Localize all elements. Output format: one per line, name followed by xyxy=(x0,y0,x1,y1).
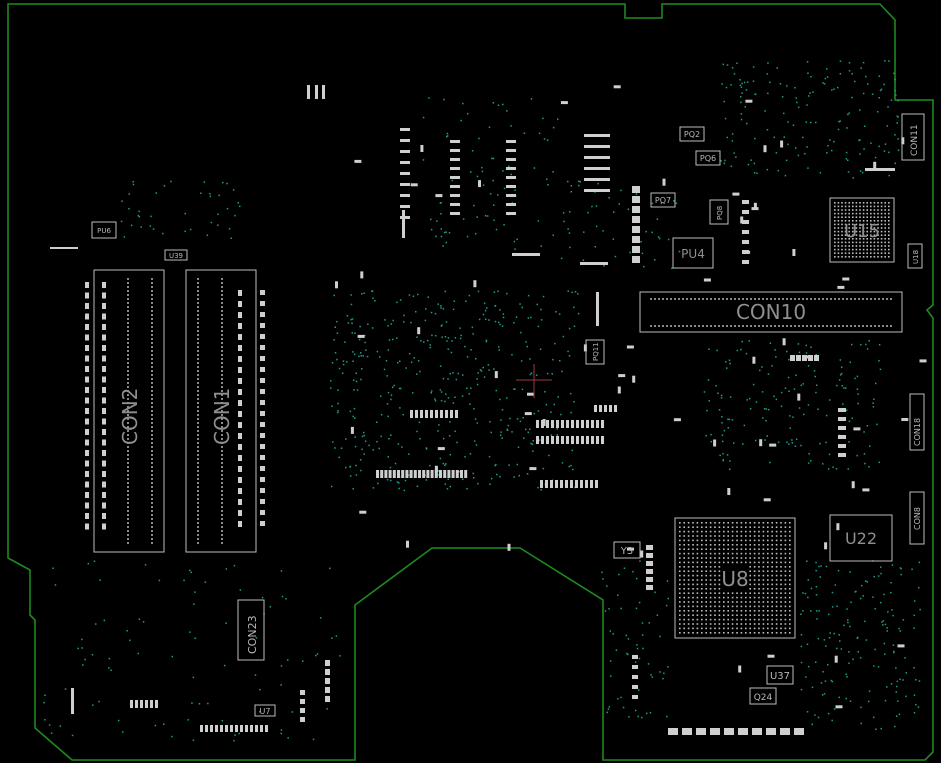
u22-chip[interactable]: U22 xyxy=(829,514,893,562)
pq11-part[interactable]: PQ11 xyxy=(585,339,605,365)
con2-label: CON2 xyxy=(118,388,142,445)
con11-label: CON11 xyxy=(910,124,920,156)
board-outline xyxy=(7,3,934,761)
pq11-label: PQ11 xyxy=(592,342,600,361)
pad-field xyxy=(50,85,927,735)
pq8-part[interactable]: PQ8 xyxy=(709,199,729,225)
pq7-label: PQ7 xyxy=(655,196,671,205)
u7-label: U7 xyxy=(260,707,271,716)
q24-label: Q24 xyxy=(754,693,773,703)
con1-label: CON1 xyxy=(210,388,234,445)
u8-bga-chip[interactable]: U8 xyxy=(674,517,796,639)
con1-slot[interactable]: CON1 xyxy=(185,269,257,553)
crosshair-cursor-icon xyxy=(516,364,552,398)
con10-connector[interactable]: CON10 xyxy=(639,291,903,333)
pq6-label: PQ6 xyxy=(700,154,716,163)
pq8-label: PQ8 xyxy=(716,206,724,220)
y3-label: Y3 xyxy=(620,546,633,557)
u15-label: U15 xyxy=(844,221,880,242)
con18-label: CON18 xyxy=(913,418,922,446)
u18-label: U18 xyxy=(912,250,920,264)
con23-connector[interactable]: CON23 xyxy=(237,599,265,661)
pu4-label: PU4 xyxy=(681,247,705,261)
pq7-part[interactable]: PQ7 xyxy=(650,192,676,208)
pq6-part[interactable]: PQ6 xyxy=(695,150,721,166)
con2-slot[interactable]: CON2 xyxy=(93,269,165,553)
u37-chip[interactable]: U37 xyxy=(766,665,794,685)
pq2-part[interactable]: PQ2 xyxy=(679,126,705,142)
con8-connector[interactable]: CON8 xyxy=(909,491,925,545)
pu6-part[interactable]: PU6 xyxy=(91,221,117,239)
con23-label: CON23 xyxy=(246,615,259,654)
u39-chip[interactable]: U39 xyxy=(164,249,188,261)
con8-label: CON8 xyxy=(913,507,922,530)
q24-part[interactable]: Q24 xyxy=(749,687,777,705)
con18-connector[interactable]: CON18 xyxy=(909,393,925,451)
y3-crystal[interactable]: Y3 xyxy=(613,541,641,559)
con11-connector[interactable]: CON11 xyxy=(901,113,925,161)
u22-label: U22 xyxy=(845,529,877,548)
u15-bga-chip[interactable]: U15 xyxy=(829,197,895,263)
u39-label: U39 xyxy=(169,252,183,260)
u7-chip[interactable]: U7 xyxy=(254,704,276,717)
via-field xyxy=(43,60,921,742)
pq2-label: PQ2 xyxy=(684,130,700,139)
pu4-chip[interactable]: PU4 xyxy=(672,237,714,269)
u18-chip[interactable]: U18 xyxy=(907,243,923,269)
u37-label: U37 xyxy=(770,671,790,682)
con10-label: CON10 xyxy=(736,300,806,324)
u8-label: U8 xyxy=(721,567,748,591)
pu6-label: PU6 xyxy=(97,227,111,235)
